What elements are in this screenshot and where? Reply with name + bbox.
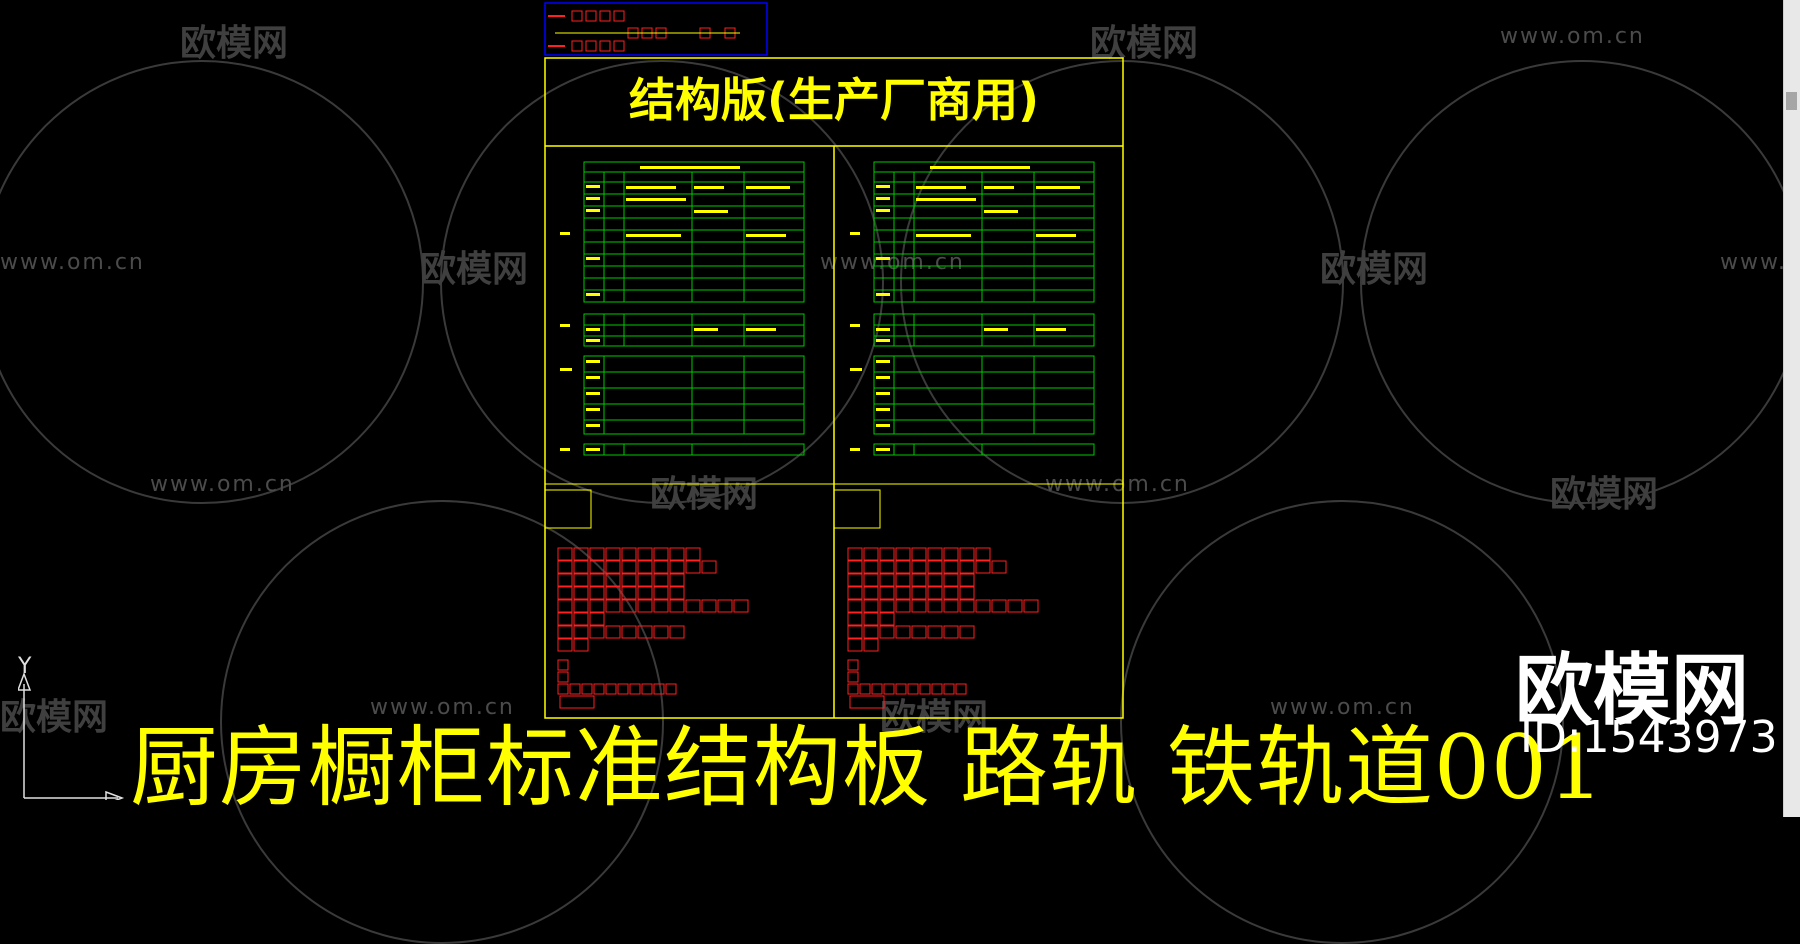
left-table-entries (560, 166, 790, 451)
watermark-circle (440, 60, 884, 504)
watermark-logo: 欧模网 (650, 474, 759, 515)
right-spec-table[interactable] (873, 161, 1095, 456)
detail-frames[interactable] (544, 489, 881, 529)
scrollbar-thumb[interactable] (1786, 92, 1797, 110)
ucs-y-label: Y (18, 654, 32, 679)
watermark-url: www.om.cn (1500, 24, 1645, 49)
watermark-url: www.om.cn (370, 695, 515, 720)
top-viewport-frame[interactable] (544, 2, 768, 56)
watermark-logo: 欧模网 (1090, 23, 1199, 64)
title-block-heading: 结构版(生产厂商用) (628, 73, 1040, 127)
right-component-blocks[interactable] (847, 547, 1039, 709)
left-component-blocks[interactable] (557, 547, 749, 709)
watermark-logo: 欧模网 (1550, 474, 1659, 515)
right-table-entries (850, 166, 1080, 451)
watermark-url: www.om.cn (150, 472, 295, 497)
watermark-logo: 欧模网 (420, 249, 529, 290)
sheet-border[interactable] (544, 57, 1124, 719)
brand-id: ID:1543973 (1520, 712, 1778, 763)
watermark-logo: 欧模网 (0, 697, 109, 738)
watermark-logo: 欧模网 (180, 23, 289, 64)
drawing-title-overlay: 厨房橱柜标准结构板 路轨 铁轨道001 (130, 716, 1605, 819)
cad-drawing[interactable] (0, 0, 1800, 817)
watermark-circle (0, 60, 424, 504)
watermark-url: www.om.cn (1270, 695, 1415, 720)
watermark-url: www.om.cn (0, 250, 145, 275)
watermark-logo: 欧模网 (1320, 249, 1429, 290)
left-spec-table[interactable] (583, 161, 805, 456)
watermark-circle (1360, 60, 1800, 504)
brand-logo: 欧模网 (1515, 646, 1750, 736)
watermark-circle (900, 60, 1344, 504)
vertical-scrollbar[interactable] (1783, 0, 1800, 817)
